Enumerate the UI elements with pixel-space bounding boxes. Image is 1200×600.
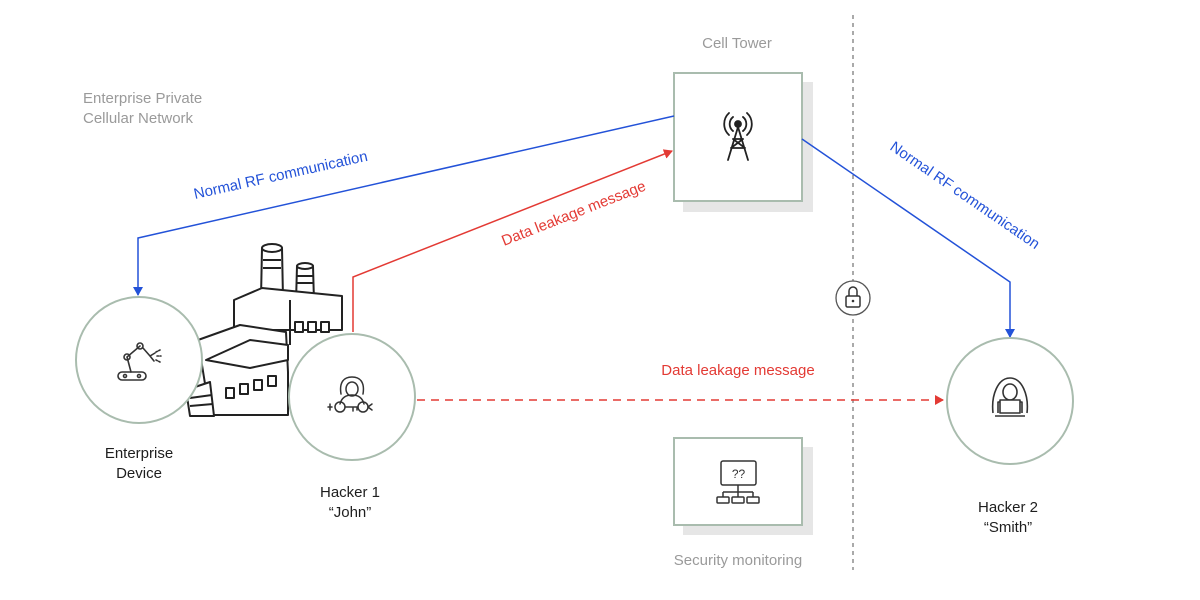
- enterprise-device-node: [75, 296, 203, 424]
- security-monitoring-label: Security monitoring: [674, 552, 802, 569]
- enterprise-device-label-line1: Enterprise: [105, 445, 173, 462]
- network-label-line2: Cellular Network: [83, 110, 194, 127]
- hacker2-label-line2: “Smith”: [984, 519, 1032, 536]
- cell-tower-node: [673, 72, 813, 212]
- cell-tower-label: Cell Tower: [702, 35, 772, 52]
- data-leakage-link-tower: [352, 149, 673, 332]
- robotic-arm-icon: [117, 342, 162, 381]
- lock-icon: [835, 280, 871, 316]
- security-monitoring-node: ??: [673, 437, 813, 535]
- network-label-line1: Enterprise Private: [83, 90, 202, 107]
- unknown-network-monitor-icon: ??: [716, 460, 760, 504]
- hacker2-node: [946, 337, 1074, 465]
- normal-rf-link-right: [801, 138, 1015, 338]
- hacker2-label-line1: Hacker 2: [978, 499, 1038, 516]
- cell-tower-icon: [723, 112, 753, 161]
- data-leakage-label-tower: Data leakage message: [499, 178, 648, 250]
- normal-rf-label-right: Normal RF communication: [887, 138, 1043, 253]
- hacker-laptop-icon: [991, 377, 1029, 417]
- data-leakage-label-direct: Data leakage message: [661, 362, 814, 379]
- hacker-with-key-icon: [327, 376, 373, 413]
- hacker1-label-line2: “John”: [329, 504, 372, 521]
- normal-rf-link-left: [133, 115, 675, 296]
- normal-rf-label-left: Normal RF communication: [192, 148, 369, 203]
- enterprise-device-label-line2: Device: [116, 465, 162, 482]
- svg-text:??: ??: [732, 467, 746, 481]
- hacker1-node: [288, 333, 416, 461]
- hacker1-label-line1: Hacker 1: [320, 484, 380, 501]
